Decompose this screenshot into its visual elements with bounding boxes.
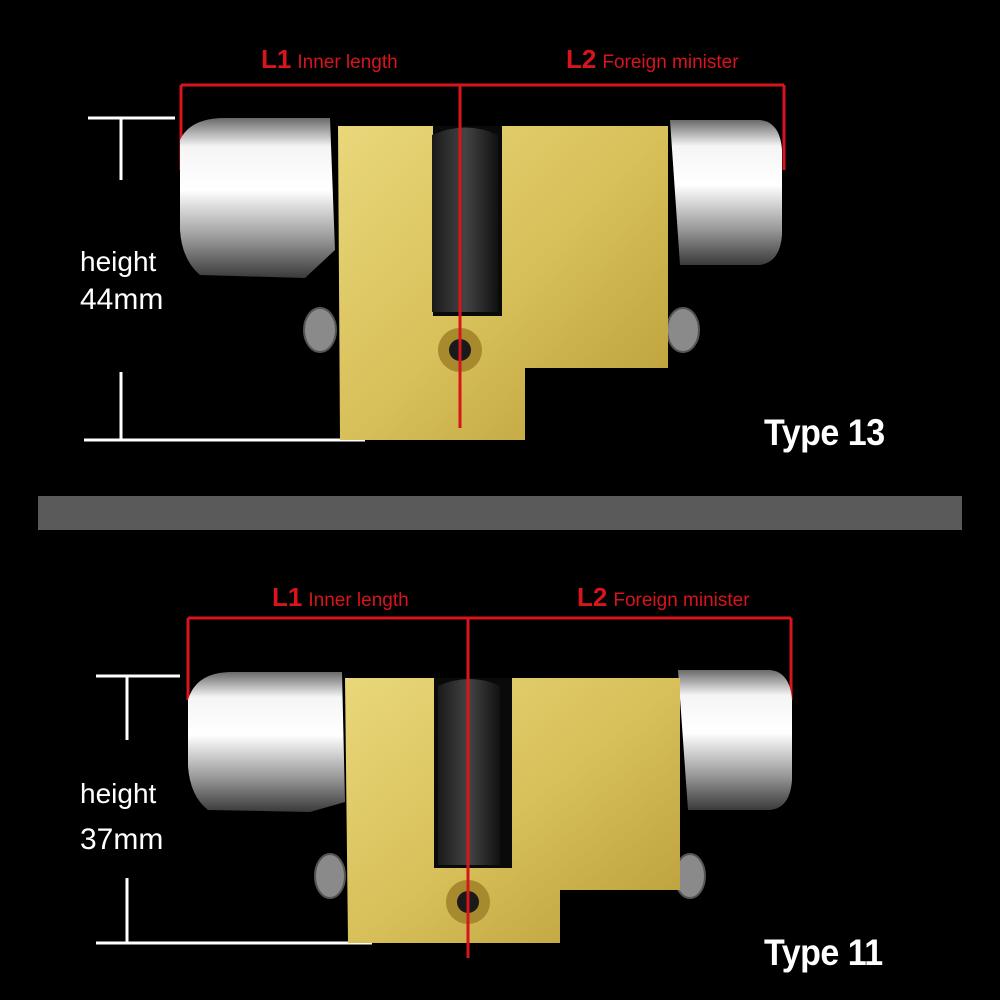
height-text: height 37mm (80, 776, 163, 859)
l2-text: Foreign minister (602, 52, 739, 73)
l1-text: Inner length (308, 590, 409, 611)
l1-code: L1 (272, 582, 303, 612)
height-label: height (80, 778, 157, 809)
height-text: height 44mm (80, 244, 163, 319)
lock-cylinder-11-illustration (96, 616, 793, 958)
l1-text: Inner length (297, 52, 398, 73)
height-marker (84, 116, 365, 442)
l2-code: L2 (566, 44, 597, 74)
type-label: Type 13 (764, 412, 885, 454)
type-label: Type 11 (764, 932, 883, 974)
l2-text: Foreign minister (613, 590, 750, 611)
l2-code: L2 (577, 582, 608, 612)
l1-code: L1 (261, 44, 292, 74)
height-label: height (80, 246, 157, 277)
divider-bar (38, 496, 962, 530)
height-marker (96, 674, 372, 945)
height-value: 44mm (80, 283, 164, 317)
height-value: 37mm (80, 823, 164, 857)
lock-cylinder-13-illustration (84, 83, 786, 442)
